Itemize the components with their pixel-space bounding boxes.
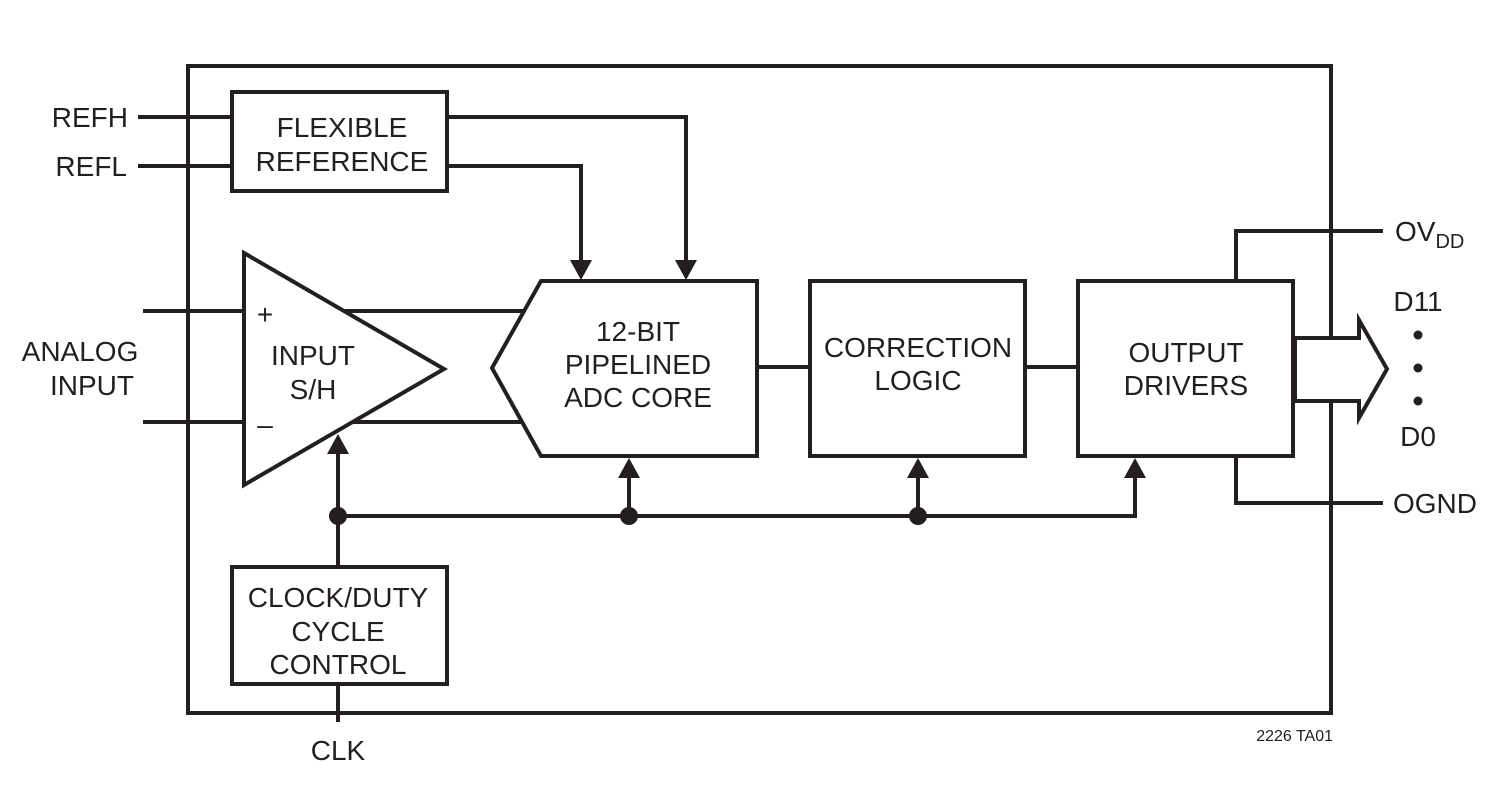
arrowhead-clock-correction-icon — [907, 458, 929, 478]
ovdd-subscript: DD — [1435, 231, 1464, 253]
input-sh-amplifier-icon — [242, 249, 448, 489]
clock-control-label-line1: CLOCK/DUTY — [248, 582, 429, 613]
minus-sign-label: – — [257, 409, 273, 440]
adc-core-label-line2: PIPELINED — [565, 349, 711, 380]
clock-control-block — [230, 565, 449, 686]
refl-pin-label: REFL — [55, 151, 127, 182]
analog-input-label-line2: INPUT — [50, 370, 134, 401]
junction-dot-correction — [909, 507, 927, 525]
ovdd-main: OV — [1395, 216, 1436, 247]
clock-control-label-line2: CYCLE — [291, 616, 384, 647]
arrowhead-clock-adc-icon — [618, 458, 640, 478]
flexible-reference-block — [230, 90, 449, 193]
flexible-reference-label-line1: FLEXIBLE — [277, 112, 408, 143]
arrowhead-clock-output-icon — [1124, 458, 1146, 478]
adc-core-label-line3: ADC CORE — [564, 382, 712, 413]
d0-pin-label: D0 — [1400, 421, 1436, 452]
junction-dot-adc — [620, 507, 638, 525]
d11-pin-label: D11 — [1393, 286, 1442, 317]
input-sh-label-line2: S/H — [290, 374, 337, 405]
analog-input-label-line1: ANALOG — [22, 336, 139, 367]
clock-control-label-line3: CONTROL — [270, 649, 407, 680]
arrowhead-ref-high-icon — [675, 260, 697, 280]
output-drivers-label-line2: DRIVERS — [1124, 370, 1248, 401]
bus-ellipsis-dot-3 — [1413, 396, 1423, 406]
correction-logic-label-line1: CORRECTION — [824, 332, 1012, 363]
correction-logic-block — [808, 279, 1027, 458]
figure-id-label: 2226 TA01 — [1256, 728, 1333, 745]
ognd-wire — [1234, 456, 1383, 505]
arrowhead-clock-sh-icon — [327, 434, 349, 454]
output-drivers-label-line1: OUTPUT — [1128, 337, 1243, 368]
input-sh-label-line1: INPUT — [271, 340, 355, 371]
output-bus-arrow-icon — [1293, 312, 1390, 426]
adc-core-label-line1: 12-BIT — [596, 316, 680, 347]
bus-ellipsis-dot-2 — [1413, 363, 1423, 373]
refh-pin-label: REFH — [52, 102, 128, 133]
ovdd-wire — [1234, 229, 1383, 281]
reference-low-to-adc-wire — [447, 164, 583, 262]
bus-ellipsis-dot-1 — [1413, 330, 1423, 340]
flexible-reference-label-line2: REFERENCE — [256, 146, 429, 177]
ognd-pin-label: OGND — [1393, 488, 1477, 519]
correction-logic-label-line2: LOGIC — [874, 365, 961, 396]
adc-core-block — [489, 279, 759, 458]
reference-high-to-adc-wire — [447, 115, 688, 262]
output-drivers-block — [1076, 279, 1295, 458]
arrowhead-ref-low-icon — [570, 260, 592, 280]
ovdd-pin-label: OVDD — [1395, 216, 1464, 253]
plus-sign-label: + — [257, 299, 273, 330]
clk-pin-label: CLK — [311, 735, 366, 766]
clock-bus-wire — [338, 478, 1137, 518]
junction-dot-sh — [329, 507, 347, 525]
